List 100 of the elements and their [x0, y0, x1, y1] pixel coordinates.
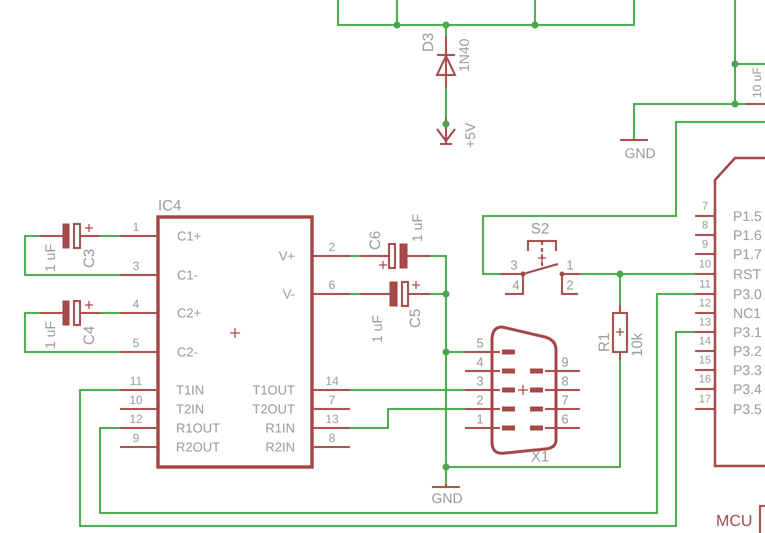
pin-name: RST — [733, 267, 761, 281]
pin-name: C2- — [177, 346, 198, 358]
pin-name: T2OUT — [252, 402, 295, 416]
pin-name: P3.1 — [733, 325, 762, 339]
part-value: 1 uF — [43, 244, 57, 272]
pin-name: P3.2 — [733, 344, 762, 358]
pin-name: V- — [282, 288, 295, 300]
pin-name: C1- — [177, 268, 198, 282]
pin-number: 17 — [698, 394, 712, 406]
pin-name: C1+ — [177, 230, 202, 242]
pin-number: 4 — [512, 278, 520, 292]
pin-number: 11 — [130, 375, 142, 387]
pin-number: 5 — [476, 336, 484, 350]
pin-number: 2 — [476, 394, 484, 406]
pin-name: R1IN — [265, 422, 295, 434]
part-label: D3 — [421, 32, 436, 52]
pin-number: 7 — [561, 394, 569, 406]
capacitor-symbol — [746, 68, 765, 108]
pin-name: T1IN — [176, 384, 204, 396]
microcontroller-chip — [695, 155, 765, 468]
pin-number: 2 — [328, 241, 336, 253]
part-label: S2 — [530, 222, 550, 236]
pin-number: 3 — [132, 260, 140, 272]
pin-number: 10 — [698, 260, 712, 270]
pin-name: P3.5 — [733, 402, 762, 416]
wire — [445, 88, 447, 118]
net-label: +5V — [463, 122, 477, 148]
pin-name: P3.4 — [733, 382, 762, 396]
wire — [482, 121, 765, 275]
pin-number: 7 — [702, 202, 708, 212]
wire — [350, 389, 465, 391]
pin-number: 13 — [325, 413, 339, 425]
wire — [350, 255, 360, 257]
wire — [99, 293, 695, 514]
pin-number: 8 — [561, 374, 569, 388]
pin-number: 9 — [561, 356, 569, 368]
pin-number: 12 — [698, 298, 712, 310]
pin-number: 4 — [132, 298, 140, 310]
pin-number: 7 — [328, 394, 336, 406]
part-label: R1 — [597, 332, 612, 352]
wire — [100, 235, 120, 237]
wire — [350, 408, 465, 429]
pin-name: T1OUT — [252, 384, 295, 396]
pin-name: P1.6 — [733, 228, 762, 242]
pin-name: P1.7 — [733, 247, 762, 261]
pin-number: 14 — [325, 375, 339, 387]
part-label: X1 — [530, 450, 550, 464]
part-label: IC4 — [158, 198, 182, 214]
wire — [79, 331, 695, 527]
wire — [337, 0, 635, 37]
part-value: 10 uF — [751, 67, 763, 98]
pin-number: 8 — [328, 432, 336, 444]
part-label: MCU — [716, 514, 752, 530]
pin-number: 9 — [702, 240, 708, 250]
part-value: 1 uF — [43, 320, 57, 349]
pin-name: C2+ — [177, 306, 202, 320]
wire — [24, 235, 120, 276]
part-value: 1N40 — [457, 38, 471, 72]
pin-name: R2OUT — [176, 440, 220, 454]
pin-number: 16 — [698, 374, 712, 386]
pin-name: P1.5 — [733, 209, 762, 223]
part-label: C4 — [82, 326, 97, 345]
part-value: 1 uF — [410, 214, 424, 242]
net-label: GND — [431, 491, 463, 505]
pin-number: 3 — [476, 374, 484, 388]
pin-name: T2IN — [176, 402, 204, 416]
pin-number: 13 — [698, 318, 712, 328]
part-value: 1 uF — [370, 314, 384, 343]
pin-name: P3.3 — [733, 363, 762, 377]
pin-name: R2IN — [265, 440, 295, 454]
pin-number: 6 — [328, 279, 336, 291]
pin-number: 2 — [566, 278, 574, 292]
pin-number: 11 — [699, 280, 711, 290]
capacitor-symbol — [360, 280, 430, 344]
pin-number: 14 — [698, 336, 712, 348]
wire — [24, 312, 120, 353]
pin-name: P3.0 — [733, 287, 762, 301]
pin-number: 3 — [510, 258, 518, 272]
wire — [100, 312, 120, 314]
pin-number: 15 — [698, 356, 712, 366]
pin-number: 10 — [129, 394, 143, 406]
wire — [633, 0, 765, 141]
pin-name: R1OUT — [176, 422, 220, 434]
switch-symbol — [500, 221, 580, 298]
part-label: C5 — [408, 308, 423, 328]
pin-number: 1 — [566, 258, 574, 272]
capacitor-symbol — [40, 220, 100, 273]
pin-number: 1 — [132, 221, 140, 233]
part-label: C6 — [368, 230, 383, 250]
net-label: GND — [624, 146, 656, 160]
pin-name: V+ — [278, 250, 295, 262]
pin-number: 9 — [132, 432, 140, 444]
pin-number: 1 — [476, 412, 484, 426]
pin-number: 6 — [561, 412, 569, 426]
pin-number: 8 — [702, 220, 708, 232]
part-label: C3 — [82, 248, 97, 268]
pin-number: 4 — [476, 356, 484, 368]
part-value: 10k — [630, 332, 645, 357]
pin-number: 12 — [129, 413, 143, 425]
capacitor-symbol — [40, 297, 100, 350]
